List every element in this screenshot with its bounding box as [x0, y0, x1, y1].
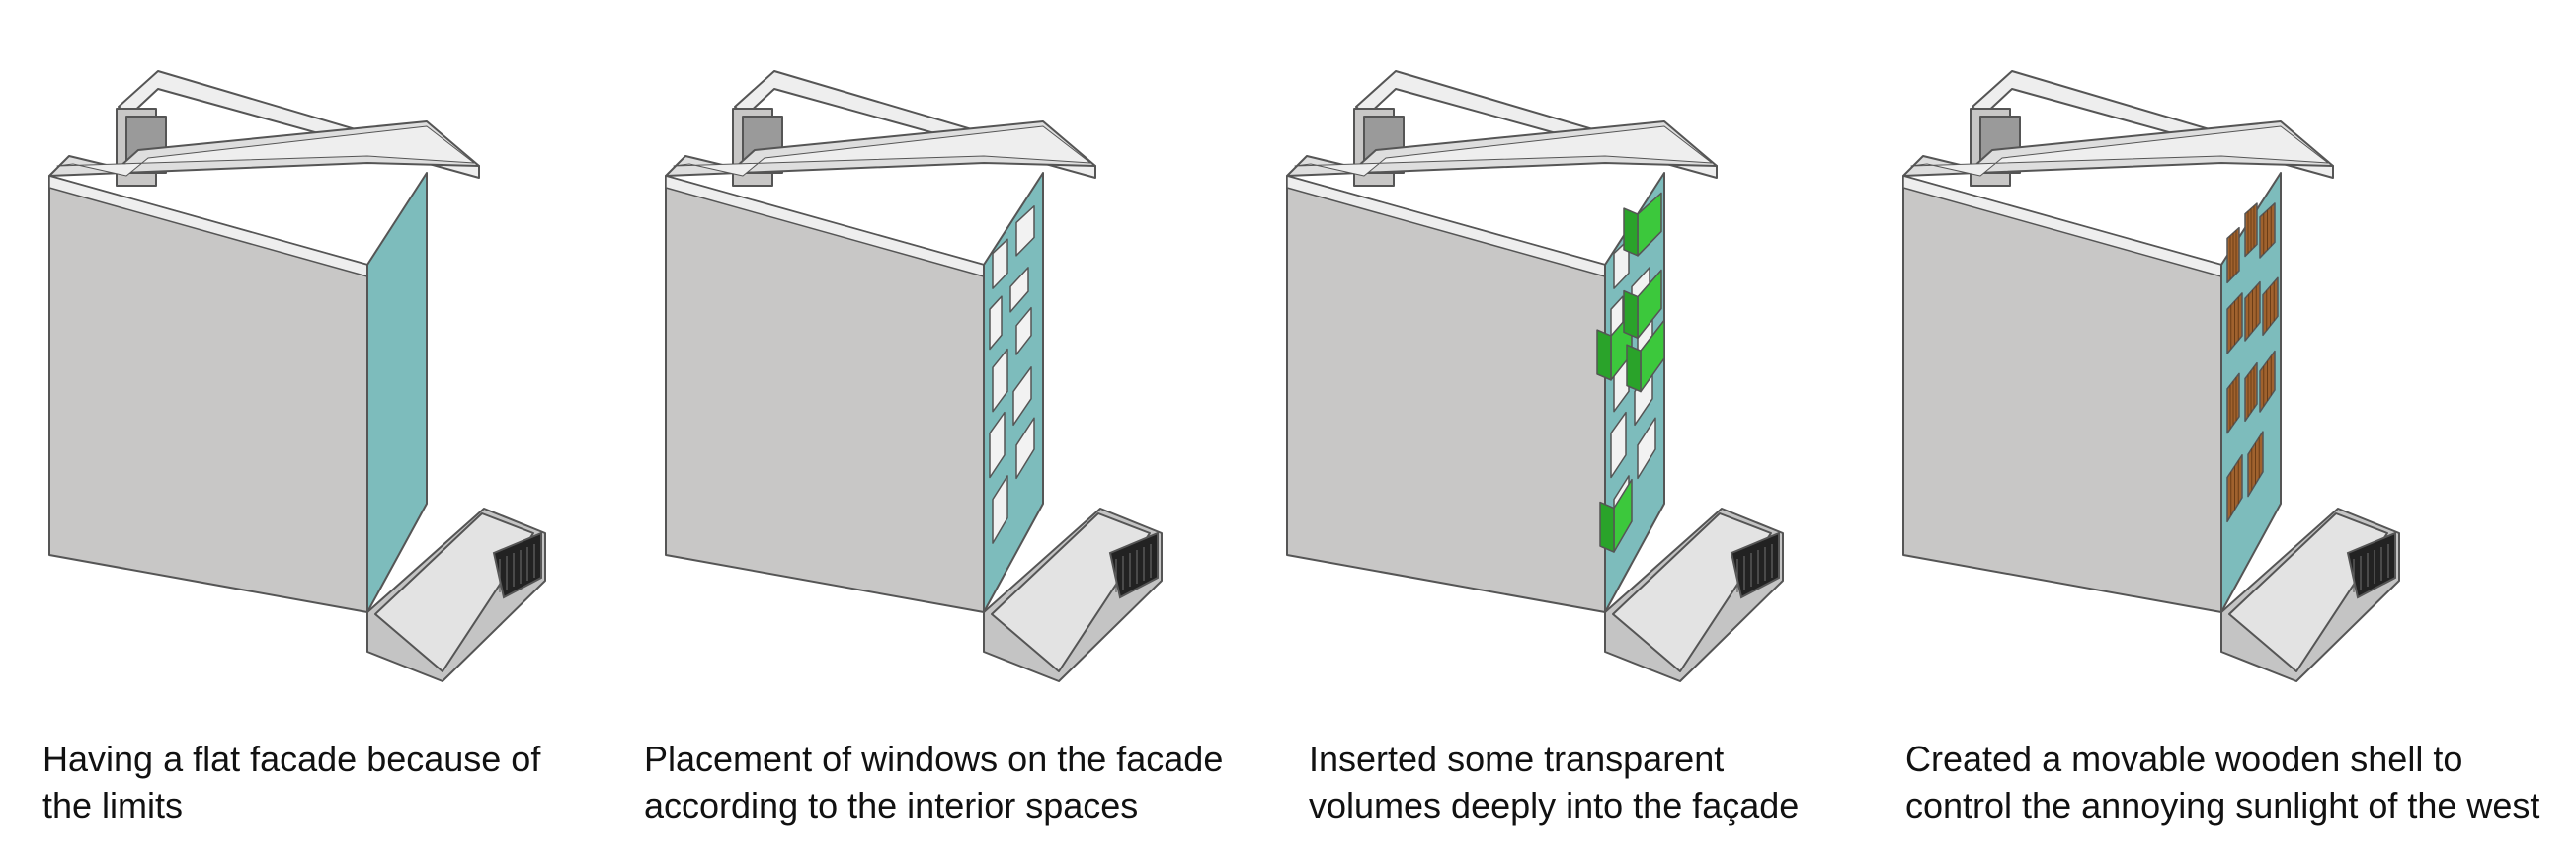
main-wall [1286, 175, 1606, 613]
window-opening [989, 295, 1003, 351]
diagram-panel-volumes: Inserted some transparent volumes deeply… [1238, 0, 1882, 865]
building-flat-facade [48, 70, 546, 682]
roof-inner [56, 125, 475, 177]
caption-line: according to the interior spaces [644, 785, 1139, 826]
window-opening [1009, 267, 1029, 313]
caption-line: Having a flat facade because of [42, 739, 541, 779]
caption-flat: Having a flat facade because of the limi… [42, 736, 540, 828]
window-opening [1015, 204, 1035, 257]
main-wall [1902, 175, 2222, 613]
caption-windows: Placement of windows on the facade accor… [644, 736, 1223, 828]
caption-line: Created a movable wooden shell to [1905, 739, 2463, 779]
window-opening [1637, 417, 1656, 480]
diagram-panel-windows: Placement of windows on the facade accor… [616, 0, 1260, 865]
caption-line: Inserted some transparent [1309, 739, 1725, 779]
window-opening [1012, 366, 1032, 427]
building-facade-windows [665, 70, 1163, 682]
diagram-panel-flat: Having a flat facade because of the limi… [0, 0, 644, 865]
glass-volume-side [1623, 207, 1639, 257]
glass-volume-side [1596, 329, 1612, 381]
window-opening [1015, 417, 1035, 480]
window-opening [989, 411, 1006, 479]
caption-shell: Created a movable wooden shell to contro… [1905, 736, 2539, 828]
caption-line: volumes deeply into the façade [1309, 785, 1800, 826]
caption-line: the limits [42, 785, 184, 826]
diagram-panel-shell: Created a movable wooden shell to contro… [1854, 0, 2539, 865]
west-facade [366, 172, 428, 613]
caption-line: Placement of windows on the facade [644, 739, 1224, 779]
building-facade-volumes [1286, 70, 1784, 682]
window-opening [1610, 411, 1627, 479]
entrance-vent [2346, 531, 2396, 599]
glass-volume-side [1623, 289, 1639, 340]
main-wall [48, 175, 368, 613]
window-opening [1015, 306, 1032, 355]
glass-volume-side [1626, 344, 1642, 393]
window-opening [992, 238, 1008, 289]
main-wall [665, 175, 985, 613]
roof-inner [1910, 125, 2329, 177]
building-facade-wooden-shell [1902, 70, 2400, 682]
roof-inner [1294, 125, 1713, 177]
entrance-vent [1108, 531, 1159, 599]
caption-volumes: Inserted some transparent volumes deeply… [1309, 736, 1799, 828]
glass-volume-side [1599, 501, 1615, 553]
caption-line: control the annoying sunlight of the wes… [1905, 785, 2540, 826]
window-opening [992, 348, 1008, 413]
window-opening [992, 475, 1008, 544]
roof-inner [673, 125, 1091, 177]
entrance-vent [492, 531, 542, 599]
entrance-vent [1730, 531, 1780, 599]
